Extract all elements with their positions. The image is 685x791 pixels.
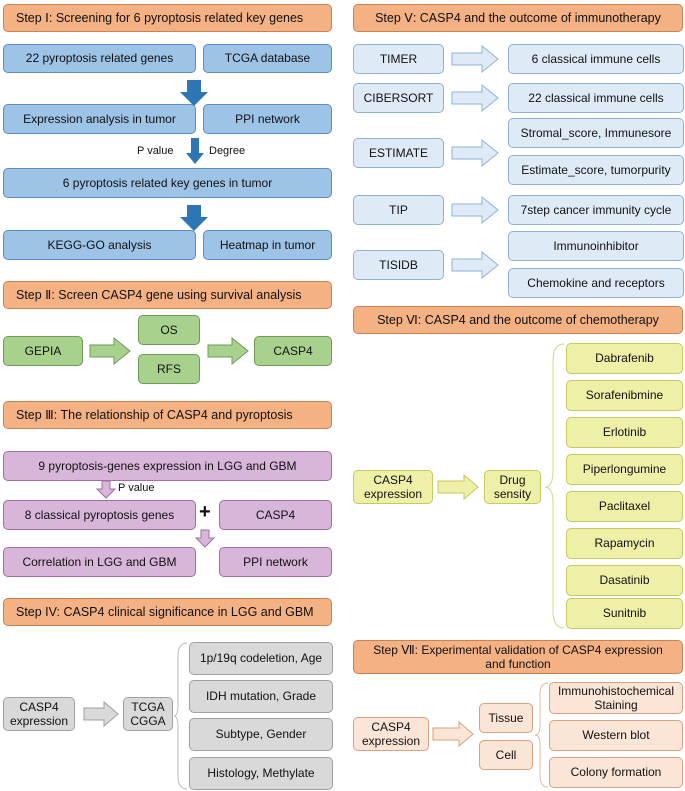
tisidb-box: TISIDB <box>353 250 444 280</box>
kegg-go-box: KEGG-GO analysis <box>3 230 196 260</box>
western-blot-box: Western blot <box>549 720 683 751</box>
chemokine-box: Chemokine and receptors <box>508 268 684 298</box>
histology-methylate-box: Histology, Methylate <box>189 757 333 790</box>
estimate-score-box: Estimate_score, tumorpurity <box>508 155 684 185</box>
step4-header: Step IV: CASP4 clinical significance in … <box>3 598 332 626</box>
gepia-box: GEPIA <box>3 336 83 366</box>
pvalue-label: P value <box>137 145 174 157</box>
drug-paclitaxel: Paclitaxel <box>566 491 683 522</box>
step7-header-line1: Step Ⅶ: Experimental validation of CASP4… <box>373 642 663 657</box>
step1-header: Step Ⅰ: Screening for 6 pyroptosis relat… <box>3 4 332 32</box>
bracket-connector <box>173 642 188 790</box>
step2-header: Step Ⅱ: Screen CASP4 gene using survival… <box>3 281 332 309</box>
rfs-box: RFS <box>138 354 200 384</box>
casp4-label: CASP4 <box>371 719 411 734</box>
immunity-cycle-box: 7step cancer immunity cycle <box>508 195 684 225</box>
immunoinhibitor-box: Immunoinhibitor <box>508 231 684 261</box>
colony-formation-box: Colony formation <box>549 757 683 788</box>
subtype-gender-box: Subtype, Gender <box>189 718 333 751</box>
drug-erlotinib: Erlotinib <box>566 417 683 448</box>
sensity-label: sensity <box>493 487 532 501</box>
pvalue-label: P value <box>118 482 155 494</box>
step7-header: Step Ⅶ: Experimental validation of CASP4… <box>353 640 683 674</box>
degree-label: Degree <box>209 145 246 157</box>
drug-label: Drug <box>499 472 526 487</box>
ppi-network-box: PPI network <box>203 104 332 134</box>
right-arrow-icon <box>207 336 249 366</box>
casp4-label: CASP4 <box>19 699 59 714</box>
cgga-label: CGGA <box>130 714 166 728</box>
right-arrow-icon <box>83 700 119 728</box>
drug-dabrafenib: Dabrafenib <box>566 343 683 374</box>
casp4-box: CASP4 <box>254 336 332 366</box>
plus-icon: + <box>199 501 211 523</box>
down-arrow-icon <box>186 138 204 164</box>
timer-box: TIMER <box>353 44 444 74</box>
bracket-connector <box>534 682 549 788</box>
down-arrow-icon <box>180 205 208 231</box>
ppi-network-box: PPI network <box>219 547 332 577</box>
tcga-label: TCGA <box>131 699 165 714</box>
casp4-box: CASP4 <box>219 500 332 530</box>
right-arrow-icon <box>437 473 479 501</box>
ihc-label-line2: Staining <box>594 698 638 712</box>
immune-cells-22-box: 22 classical immune cells <box>508 83 684 113</box>
expression-label: expression <box>361 734 421 748</box>
step7-header-line2: and function <box>485 657 551 671</box>
cell-box: Cell <box>479 740 533 770</box>
tissue-box: Tissue <box>479 703 533 733</box>
key-genes-box: 6 pyroptosis related key genes in tumor <box>3 168 332 198</box>
drug-rapamycin: Rapamycin <box>566 528 683 559</box>
bracket-connector <box>544 343 565 629</box>
heatmap-box: Heatmap in tumor <box>203 230 332 260</box>
right-arrow-icon <box>451 83 499 113</box>
expression-analysis-box: Expression analysis in tumor <box>3 104 196 134</box>
genes-22-box: 22 pyroptosis related genes <box>3 44 196 73</box>
down-arrow-icon <box>180 80 208 106</box>
codeletion-age-box: 1p/19q codeletion, Age <box>189 642 333 675</box>
ihc-label-line1: Immunohistochemical <box>557 683 675 698</box>
tcga-cgga-box: TCGA CGGA <box>123 697 173 731</box>
down-arrow-icon <box>95 480 117 499</box>
os-box: OS <box>138 315 200 345</box>
stromal-score-box: Stromal_score, Immunesore <box>508 118 684 148</box>
step3-header: Step Ⅲ: The relationship of CASP4 and py… <box>3 401 332 429</box>
step5-header: Step Ⅴ: CASP4 and the outcome of immunot… <box>353 4 683 32</box>
cibersort-box: CIBERSORT <box>353 83 444 113</box>
casp4-label: CASP4 <box>373 472 413 487</box>
immune-cells-6-box: 6 classical immune cells <box>508 44 684 74</box>
expression-label: expression <box>9 714 69 728</box>
drug-sunitnib: Sunitnib <box>566 598 683 629</box>
right-arrow-icon <box>451 195 499 225</box>
down-arrow-icon <box>194 529 216 548</box>
idh-grade-box: IDH mutation, Grade <box>189 680 333 713</box>
estimate-box: ESTIMATE <box>353 138 444 168</box>
right-arrow-icon <box>89 336 131 366</box>
casp4-expression-box: CASP4 expression <box>353 470 433 504</box>
tcga-database-box: TCGA database <box>203 44 332 73</box>
right-arrow-icon <box>451 250 499 280</box>
drug-dasatinib: Dasatinib <box>566 565 683 596</box>
step6-header: Step Ⅵ: CASP4 and the outcome of chemoth… <box>353 306 683 334</box>
correlation-box: Correlation in LGG and GBM <box>3 547 196 577</box>
drug-sensity-box: Drug sensity <box>484 470 541 504</box>
tip-box: TIP <box>353 195 444 225</box>
right-arrow-icon <box>451 44 499 74</box>
ihc-staining-box: Immunohistochemical Staining <box>549 682 683 714</box>
right-arrow-icon <box>451 138 499 168</box>
expression-label: expression <box>363 487 423 501</box>
drug-piperlongumine: Piperlongumine <box>566 454 683 485</box>
drug-sorafenibmine: Sorafenibmine <box>566 380 683 411</box>
eight-genes-box: 8 classical pyroptosis genes <box>3 500 196 530</box>
casp4-expression-box: CASP4 expression <box>3 697 75 731</box>
nine-genes-box: 9 pyroptosis-genes expression in LGG and… <box>3 451 332 481</box>
casp4-expression-box: CASP4 expression <box>353 717 429 751</box>
right-arrow-icon <box>432 720 474 748</box>
